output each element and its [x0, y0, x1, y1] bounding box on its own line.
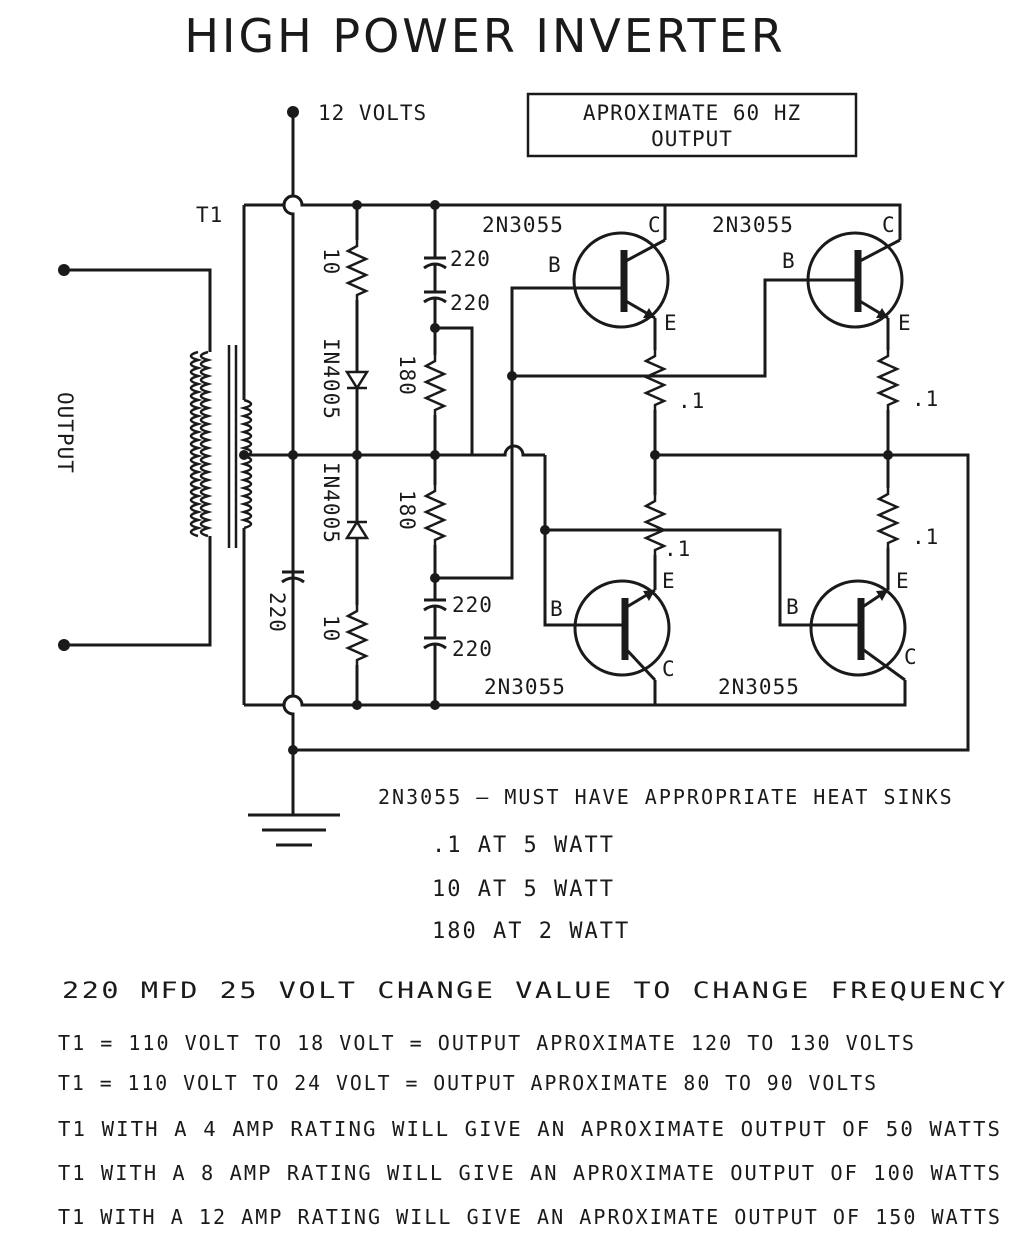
q3-base-label: B: [550, 597, 564, 621]
note-4amp: T1 WITH A 4 AMP RATING WILL GIVE AN APRO…: [58, 1117, 1002, 1141]
resistor-01-q3: [644, 493, 666, 557]
cap-bottom-b-label: 220: [452, 637, 493, 661]
resistor-180-top-label: 180: [395, 355, 419, 396]
transistor-q2: 2N3055 B C E: [712, 213, 912, 335]
resistor-01-q1: [644, 348, 666, 412]
q2-emitter-label: E: [898, 311, 912, 335]
resistor-10-top: [346, 238, 368, 302]
q1-base-label: B: [548, 253, 562, 277]
diode-top-label: IN4005: [319, 338, 343, 420]
resistor-01-q4-label: .1: [912, 525, 939, 549]
resistor-01-q4: [877, 486, 899, 550]
note-8amp: T1 WITH A 8 AMP RATING WILL GIVE AN APRO…: [58, 1161, 1002, 1185]
q4-part-label: 2N3055: [718, 675, 800, 699]
output-frequency-line-1: APROXIMATE 60 HZ: [583, 101, 801, 125]
transformer-t1: T1 OUTPUT: [53, 203, 253, 705]
q1-collector-label: C: [648, 213, 662, 237]
resistor-180-top: [424, 353, 446, 417]
resistor-01-q3-label: .1: [664, 537, 691, 561]
note-12amp: T1 WITH A 12 AMP RATING WILL GIVE AN APR…: [58, 1205, 1002, 1229]
cap-top-b-label: 220: [450, 291, 491, 315]
q4-base-label: B: [786, 595, 800, 619]
transformer-label: T1: [196, 203, 223, 227]
diode-bottom: [344, 519, 370, 540]
capacitor-supply: 220: [265, 570, 305, 633]
capacitor-supply-label: 220: [265, 592, 289, 633]
cap-top-a-label: 220: [450, 247, 491, 271]
cap-bottom-a-label: 220: [452, 593, 493, 617]
diagram-title: HIGH POWER INVERTER: [184, 9, 785, 63]
q2-collector-label: C: [882, 213, 896, 237]
note-t1-24v: T1 = 110 VOLT TO 24 VOLT = OUTPUT APROXI…: [58, 1071, 878, 1095]
resistor-01-q1-label: .1: [678, 389, 705, 413]
resistor-01-q2-label: .1: [912, 387, 939, 411]
transistor-q3: 2N3055 B C E: [484, 569, 676, 699]
q1-part-label: 2N3055: [482, 213, 564, 237]
ground-symbol: [248, 813, 340, 847]
resistor-180-bottom: [424, 483, 446, 547]
q3-part-label: 2N3055: [484, 675, 566, 699]
note-heat-sink: 2N3055 — MUST HAVE APPROPRIATE HEAT SINK…: [378, 785, 954, 809]
supply-label: 12 VOLTS: [318, 101, 427, 125]
q3-emitter-label: E: [662, 569, 676, 593]
note-r180: 180 AT 2 WATT: [432, 919, 630, 944]
resistor-10-bottom: [346, 603, 368, 667]
q2-part-label: 2N3055: [712, 213, 794, 237]
resistor-10-top-label: 10: [319, 248, 343, 275]
q4-collector-label: C: [904, 645, 918, 669]
transistor-q4: 2N3055 B C E: [718, 569, 918, 699]
note-capacitor: 220 MFD 25 VOLT CHANGE VALUE TO CHANGE F…: [62, 979, 1008, 1004]
q2-base-label: B: [782, 249, 796, 273]
q4-emitter-label: E: [896, 569, 910, 593]
q3-collector-label: C: [662, 657, 676, 681]
note-t1-18v: T1 = 110 VOLT TO 18 VOLT = OUTPUT APROXI…: [58, 1031, 916, 1055]
transistor-q1: 2N3055 B C E: [482, 213, 678, 335]
diode-bottom-label: IN4005: [319, 462, 343, 544]
resistor-10-bottom-label: 10: [319, 615, 343, 642]
q1-emitter-label: E: [664, 311, 678, 335]
output-frequency-line-2: OUTPUT: [651, 127, 733, 151]
resistor-01-q2: [877, 348, 899, 412]
output-frequency-box: APROXIMATE 60 HZ OUTPUT: [526, 92, 858, 158]
diode-top: [344, 370, 370, 391]
note-r01: .1 AT 5 WATT: [432, 833, 615, 858]
output-label: OUTPUT: [53, 392, 77, 474]
note-r10: 10 AT 5 WATT: [432, 877, 615, 902]
capacitor-pair-top: 220 220: [423, 205, 491, 345]
capacitor-pair-bottom: 220 220: [423, 593, 493, 705]
resistor-180-bottom-label: 180: [395, 490, 419, 531]
